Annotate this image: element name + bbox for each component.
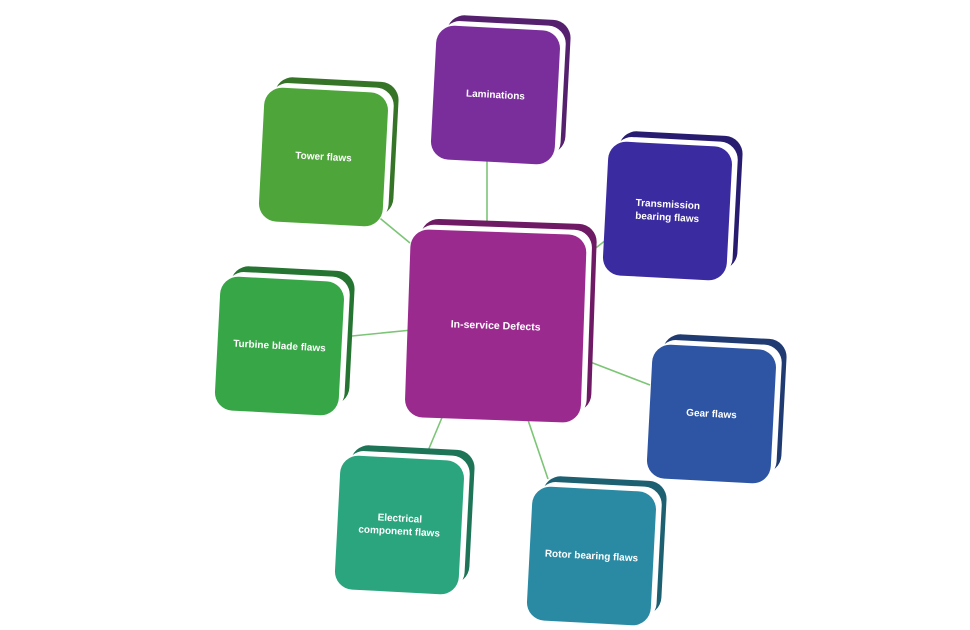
node-rotor-label-line: Rotor bearing flaws [545,548,639,564]
node-center-label-line: In-service Defects [451,318,541,333]
node-gear-label-line: Gear flaws [686,407,738,421]
node-transmission-face [602,141,732,281]
node-turbine-label: Turbine blade flaws [233,338,326,354]
node-center-face [405,229,587,423]
node-electrical-label-line: component flaws [358,524,441,539]
connector-rotor [527,419,549,480]
node-tower-face [258,87,388,227]
connector-turbine [341,329,413,338]
node-transmission-label: Transmissionbearing flaws [635,197,701,224]
node-gear-face [646,344,776,484]
node-electrical: Electricalcomponent flaws [334,445,475,595]
node-laminations-label: Laminations [466,88,526,102]
node-turbine-label-line: Turbine blade flaws [233,338,326,354]
node-transmission-label-line: Transmission [635,197,700,211]
node-rotor-face [526,486,656,626]
node-laminations: Laminations [430,15,571,165]
node-gear: Gear flaws [646,334,787,484]
node-transmission-label-line: bearing flaws [635,210,700,224]
node-tower-label-line: Tower flaws [295,150,352,164]
node-tower-label: Tower flaws [295,150,352,164]
node-electrical-face [334,455,464,595]
node-transmission: Transmissionbearing flaws [602,131,743,281]
node-rotor-label: Rotor bearing flaws [545,548,639,564]
node-gear-label: Gear flaws [686,407,738,421]
node-center: In-service Defects [405,218,597,423]
node-electrical-label: Electricalcomponent flaws [358,511,441,539]
node-laminations-face [430,25,560,165]
node-electrical-label-line: Electrical [377,512,422,525]
node-rotor: Rotor bearing flaws [526,476,667,626]
node-laminations-label-line: Laminations [466,88,526,102]
node-center-label: In-service Defects [451,318,541,333]
node-turbine-face [214,276,344,416]
node-turbine: Turbine blade flaws [214,266,355,416]
node-tower: Tower flaws [258,77,399,227]
